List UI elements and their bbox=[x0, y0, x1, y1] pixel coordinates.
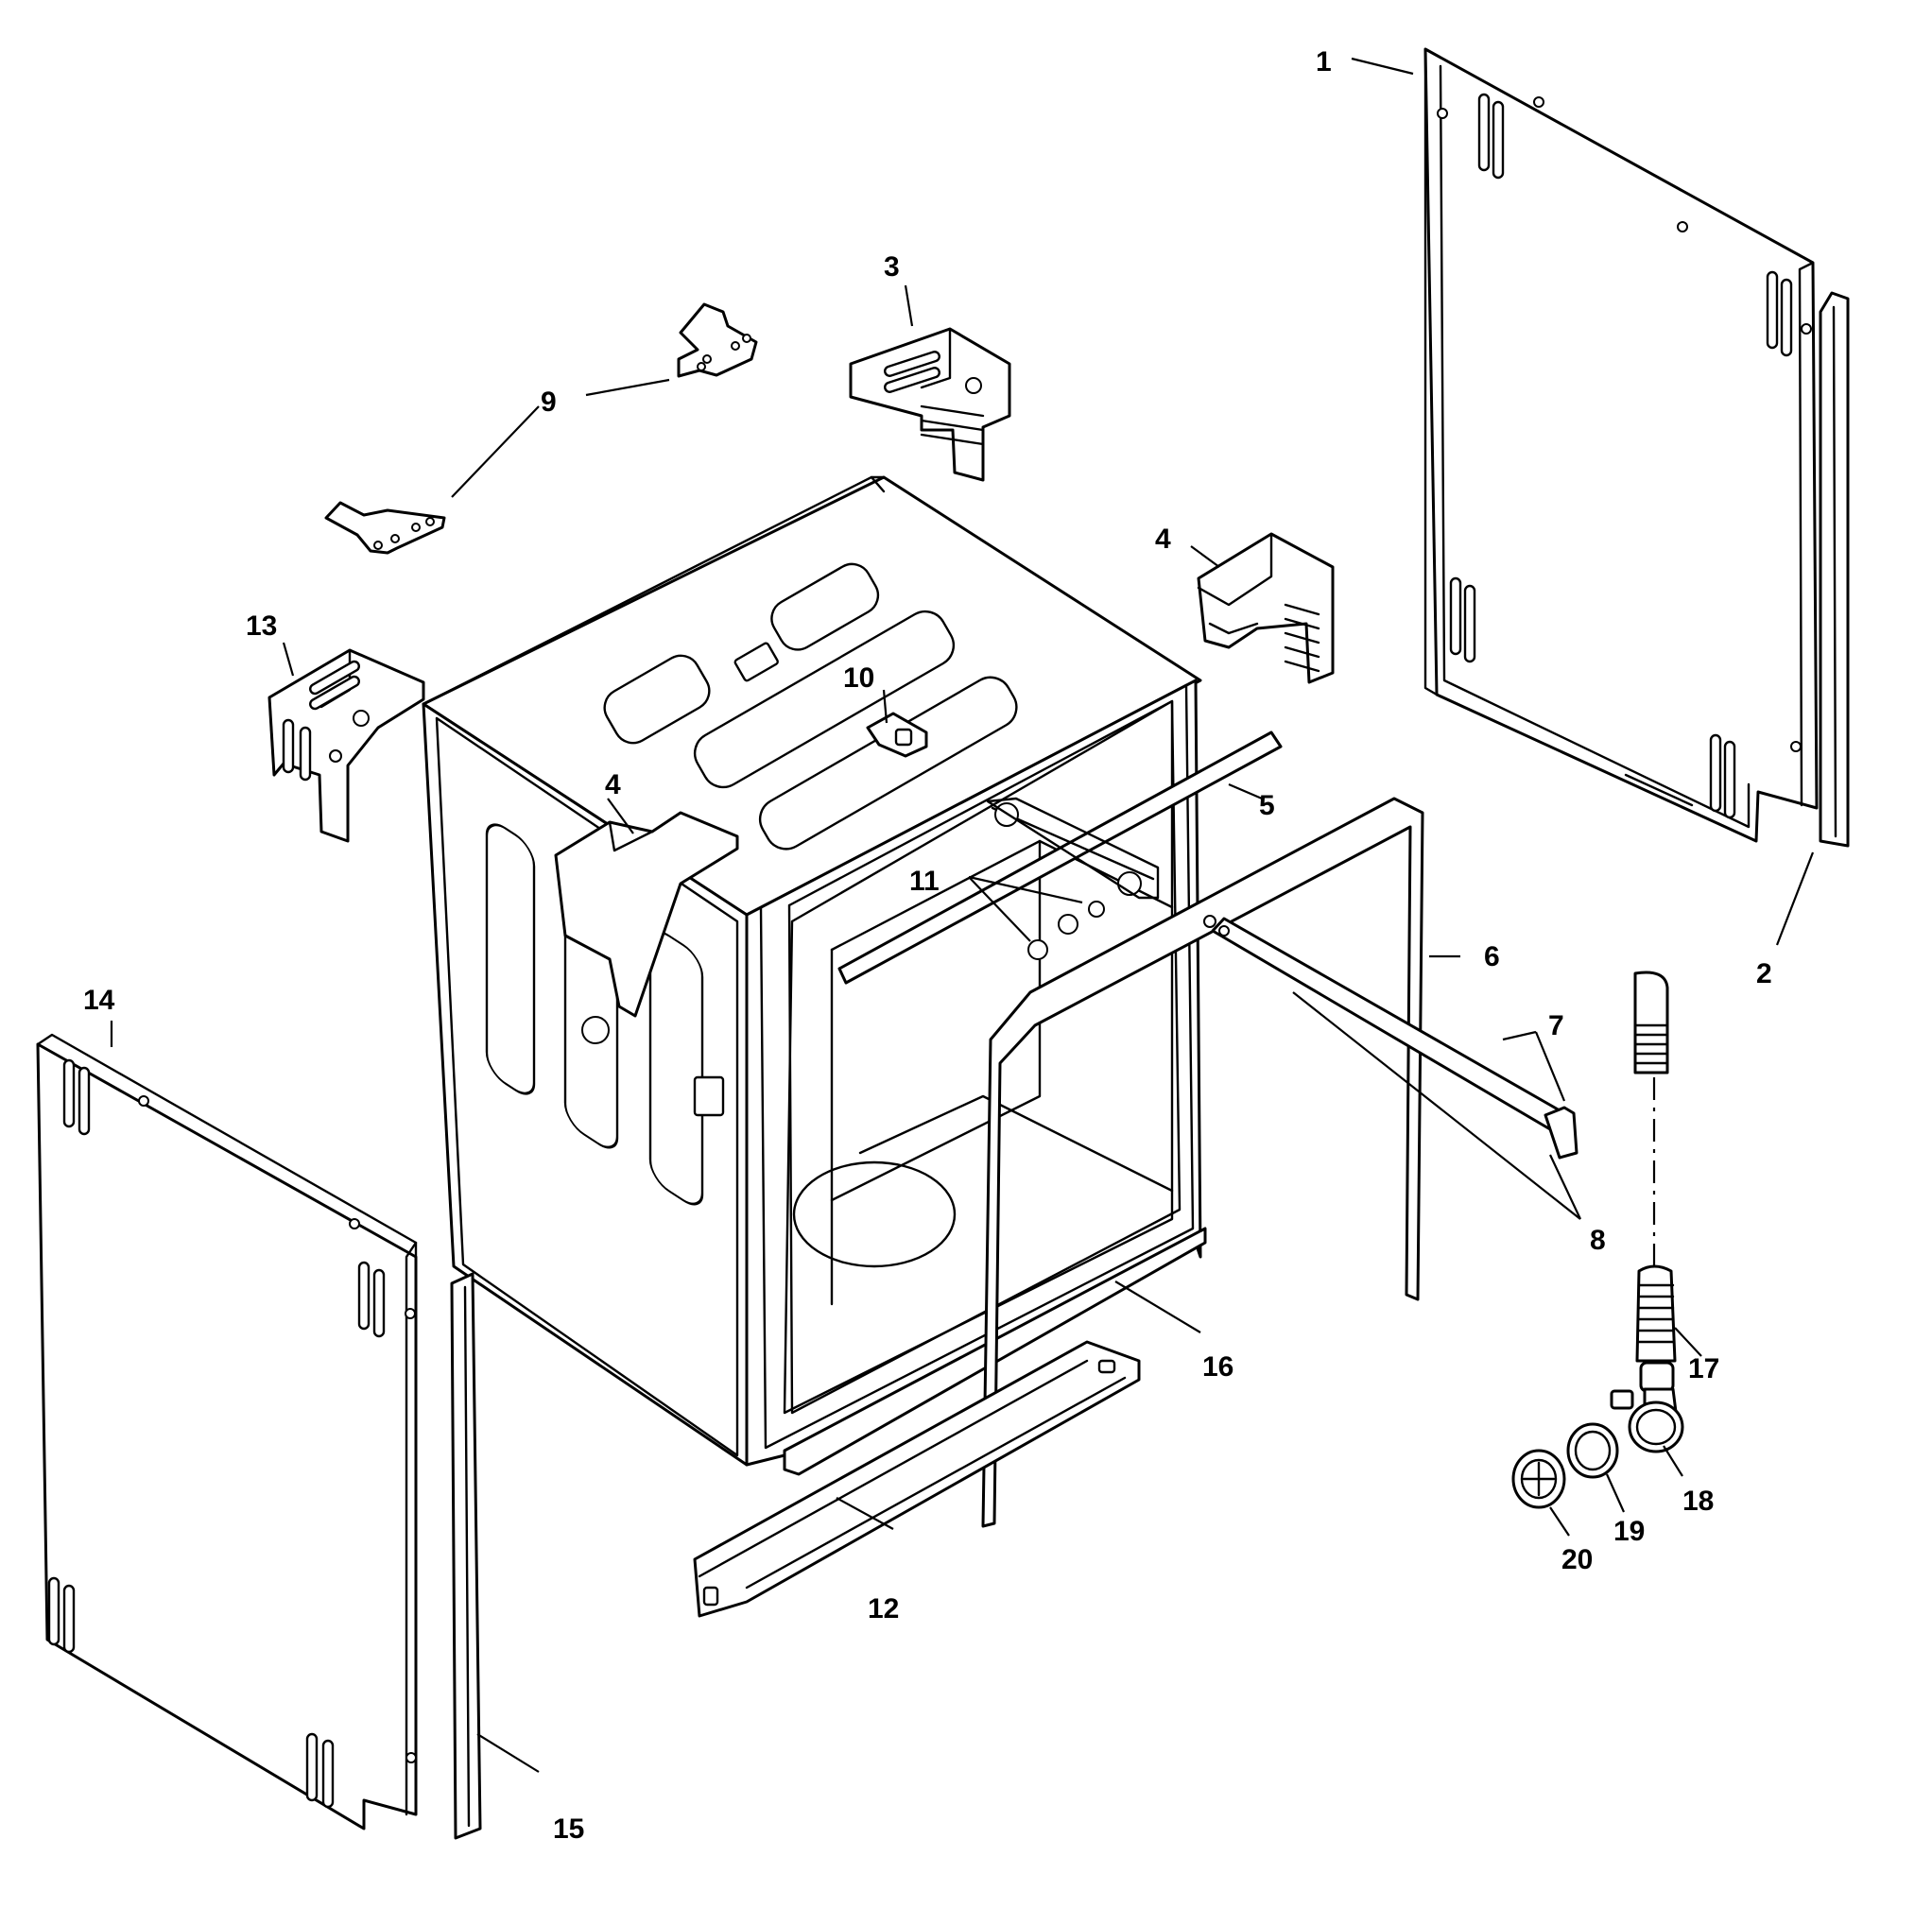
part-16-tub-assembly bbox=[422, 475, 1283, 1476]
callout-16: 16 bbox=[1202, 1351, 1233, 1383]
part-9-lower-bracket bbox=[324, 501, 446, 555]
callout-labels: 1 2 3 4 4 5 6 7 8 9 10 11 12 13 14 15 16… bbox=[83, 46, 1772, 1845]
part-5-rail bbox=[837, 730, 1283, 985]
part-15-left-trim-strip bbox=[450, 1272, 482, 1840]
part-13-left-bracket bbox=[267, 648, 425, 843]
callout-19: 19 bbox=[1613, 1516, 1645, 1547]
part-11-rollers bbox=[1027, 901, 1105, 960]
part-1-right-side-panel bbox=[1423, 47, 1819, 843]
callout-9: 9 bbox=[541, 387, 557, 418]
callout-12: 12 bbox=[868, 1593, 899, 1624]
part-18-fitting bbox=[1610, 1387, 1684, 1453]
part-4-center-bracket bbox=[554, 811, 739, 1044]
callout-18: 18 bbox=[1682, 1486, 1714, 1517]
callout-2: 2 bbox=[1756, 958, 1772, 989]
callout-13: 13 bbox=[246, 610, 277, 642]
part-7-side-rail bbox=[1203, 915, 1578, 1160]
callout-17: 17 bbox=[1688, 1353, 1719, 1384]
callout-6: 6 bbox=[1484, 941, 1500, 972]
part-3-top-bracket bbox=[849, 327, 1011, 482]
callout-3: 3 bbox=[884, 251, 900, 283]
callout-4-right: 4 bbox=[1155, 524, 1171, 555]
part-20-cap bbox=[1511, 1449, 1566, 1509]
callout-8: 8 bbox=[1590, 1225, 1606, 1256]
part-4-right-bracket bbox=[1197, 532, 1335, 684]
part-12-lower-rail bbox=[693, 1340, 1141, 1618]
callout-20: 20 bbox=[1561, 1544, 1593, 1575]
part-10-clip bbox=[866, 712, 928, 758]
callout-14: 14 bbox=[83, 985, 115, 1016]
callout-10: 10 bbox=[843, 662, 874, 694]
callout-11: 11 bbox=[909, 866, 940, 897]
callout-7: 7 bbox=[1548, 1010, 1564, 1041]
part-8-clip bbox=[1544, 1106, 1578, 1160]
part-19-ring bbox=[1566, 1422, 1619, 1479]
part-6-door-gasket bbox=[981, 797, 1424, 1528]
callout-15: 15 bbox=[553, 1813, 584, 1845]
callout-1: 1 bbox=[1316, 46, 1332, 77]
part-2-right-trim-strip bbox=[1819, 291, 1850, 848]
part-14-left-door-panel bbox=[36, 1033, 418, 1830]
callout-5: 5 bbox=[1259, 790, 1275, 821]
part-17-hose bbox=[1633, 971, 1677, 1393]
part-9-upper-bracket bbox=[677, 302, 758, 378]
callout-4-center: 4 bbox=[605, 769, 621, 800]
leader-lines bbox=[110, 57, 1815, 1773]
